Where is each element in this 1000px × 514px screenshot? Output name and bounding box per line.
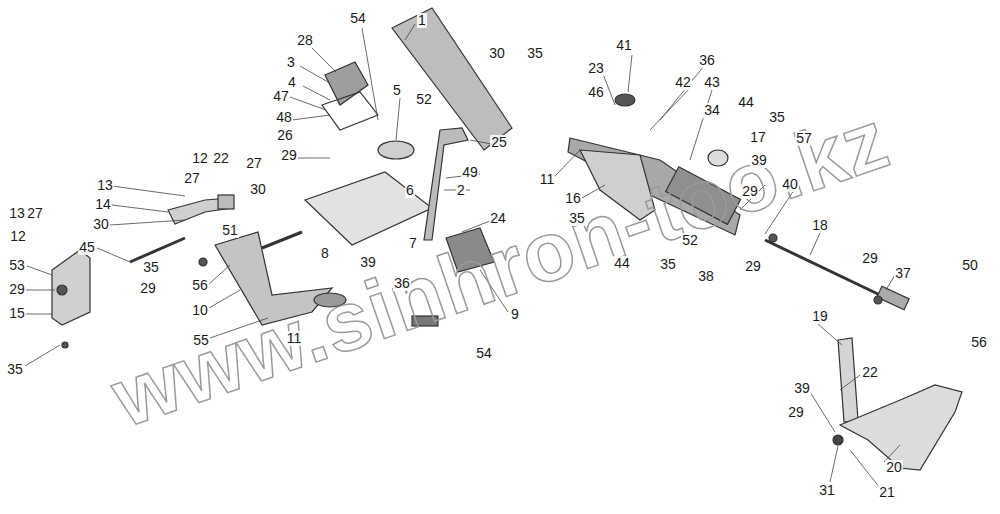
callout-number: 21 (878, 485, 896, 500)
callout-number: 2 (456, 183, 466, 198)
callout-number: 22 (212, 151, 230, 166)
callout-number: 54 (349, 11, 367, 26)
callout-number: 11 (286, 331, 303, 346)
callout-number: 35 (568, 211, 586, 226)
callout-number: 27 (183, 171, 201, 186)
callout-number: 14 (94, 197, 112, 212)
callout-number: 51 (221, 223, 239, 238)
callout-number: 50 (961, 258, 979, 273)
callout-number: 29 (280, 148, 298, 163)
callout-number: 29 (139, 281, 157, 296)
callout-number: 26 (276, 128, 294, 143)
callout-number: 10 (191, 303, 209, 318)
callout-number: 35 (142, 260, 160, 275)
callout-number: 48 (275, 110, 293, 125)
callout-number: 39 (750, 153, 768, 168)
callout-number: 4 (287, 75, 297, 90)
callout-number: 52 (681, 233, 699, 248)
callout-number: 30 (488, 46, 506, 61)
callout-number: 8 (320, 246, 330, 261)
callout-number: 34 (703, 103, 721, 118)
callout-number: 56 (191, 278, 209, 293)
callout-number: 47 (272, 89, 290, 104)
callout-number: 37 (894, 266, 912, 281)
callout-number: 24 (489, 211, 507, 226)
callout-number: 19 (811, 309, 829, 324)
callout-number: 46 (587, 85, 605, 100)
callout-number: 29 (8, 282, 26, 297)
callout-number: 38 (697, 269, 715, 284)
callout-number: 12 (9, 229, 27, 244)
callout-number: 27 (26, 206, 44, 221)
callout-number: 20 (885, 460, 903, 475)
callout-number: 31 (818, 483, 836, 498)
callout-number: 23 (587, 61, 605, 76)
callout-number: 44 (613, 256, 631, 271)
callout-number: 29 (744, 259, 762, 274)
callout-number: 16 (564, 191, 582, 206)
callout-number: 45 (78, 240, 96, 255)
callout-number: 41 (615, 38, 633, 53)
callout-number: 25 (490, 135, 508, 150)
callout-number: 52 (415, 92, 433, 107)
callout-number: 29 (787, 405, 805, 420)
callout-number: 17 (749, 130, 767, 145)
callout-number: 40 (781, 177, 799, 192)
callout-number: 29 (741, 184, 759, 199)
callout-number: 9 (510, 307, 520, 322)
callout-number: 54 (475, 346, 493, 361)
callout-number: 11 (539, 172, 556, 187)
callout-number: 7 (408, 236, 418, 251)
callout-number: 55 (192, 333, 210, 348)
callout-number: 35 (768, 110, 786, 125)
callout-number: 30 (92, 217, 110, 232)
callout-number: 6 (405, 183, 415, 198)
callout-number: 28 (296, 33, 314, 48)
callout-number: 36 (393, 276, 411, 291)
callout-number: 13 (96, 178, 114, 193)
callout-number: 30 (249, 182, 267, 197)
callout-number: 13 (8, 206, 26, 221)
callout-number: 1 (417, 13, 427, 28)
callout-number: 36 (698, 53, 716, 68)
callout-number: 49 (461, 165, 479, 180)
callout-number: 35 (659, 257, 677, 272)
callout-number: 53 (8, 258, 26, 273)
callout-number: 3 (286, 55, 296, 70)
callout-number: 29 (861, 251, 879, 266)
callout-number: 35 (6, 362, 24, 377)
callout-number: 39 (359, 255, 377, 270)
callout-number: 39 (793, 381, 811, 396)
callout-number: 43 (703, 75, 721, 90)
callout-number: 15 (8, 306, 26, 321)
callout-number: 42 (674, 75, 692, 90)
callout-number: 44 (737, 95, 755, 110)
callout-number: 5 (392, 83, 402, 98)
callout-number: 18 (811, 218, 829, 233)
callout-number: 27 (245, 156, 263, 171)
callout-number: 35 (526, 46, 544, 61)
callout-number: 12 (191, 151, 209, 166)
callout-number: 22 (861, 365, 879, 380)
callout-number: 56 (970, 335, 988, 350)
callout-number: 57 (795, 131, 813, 146)
